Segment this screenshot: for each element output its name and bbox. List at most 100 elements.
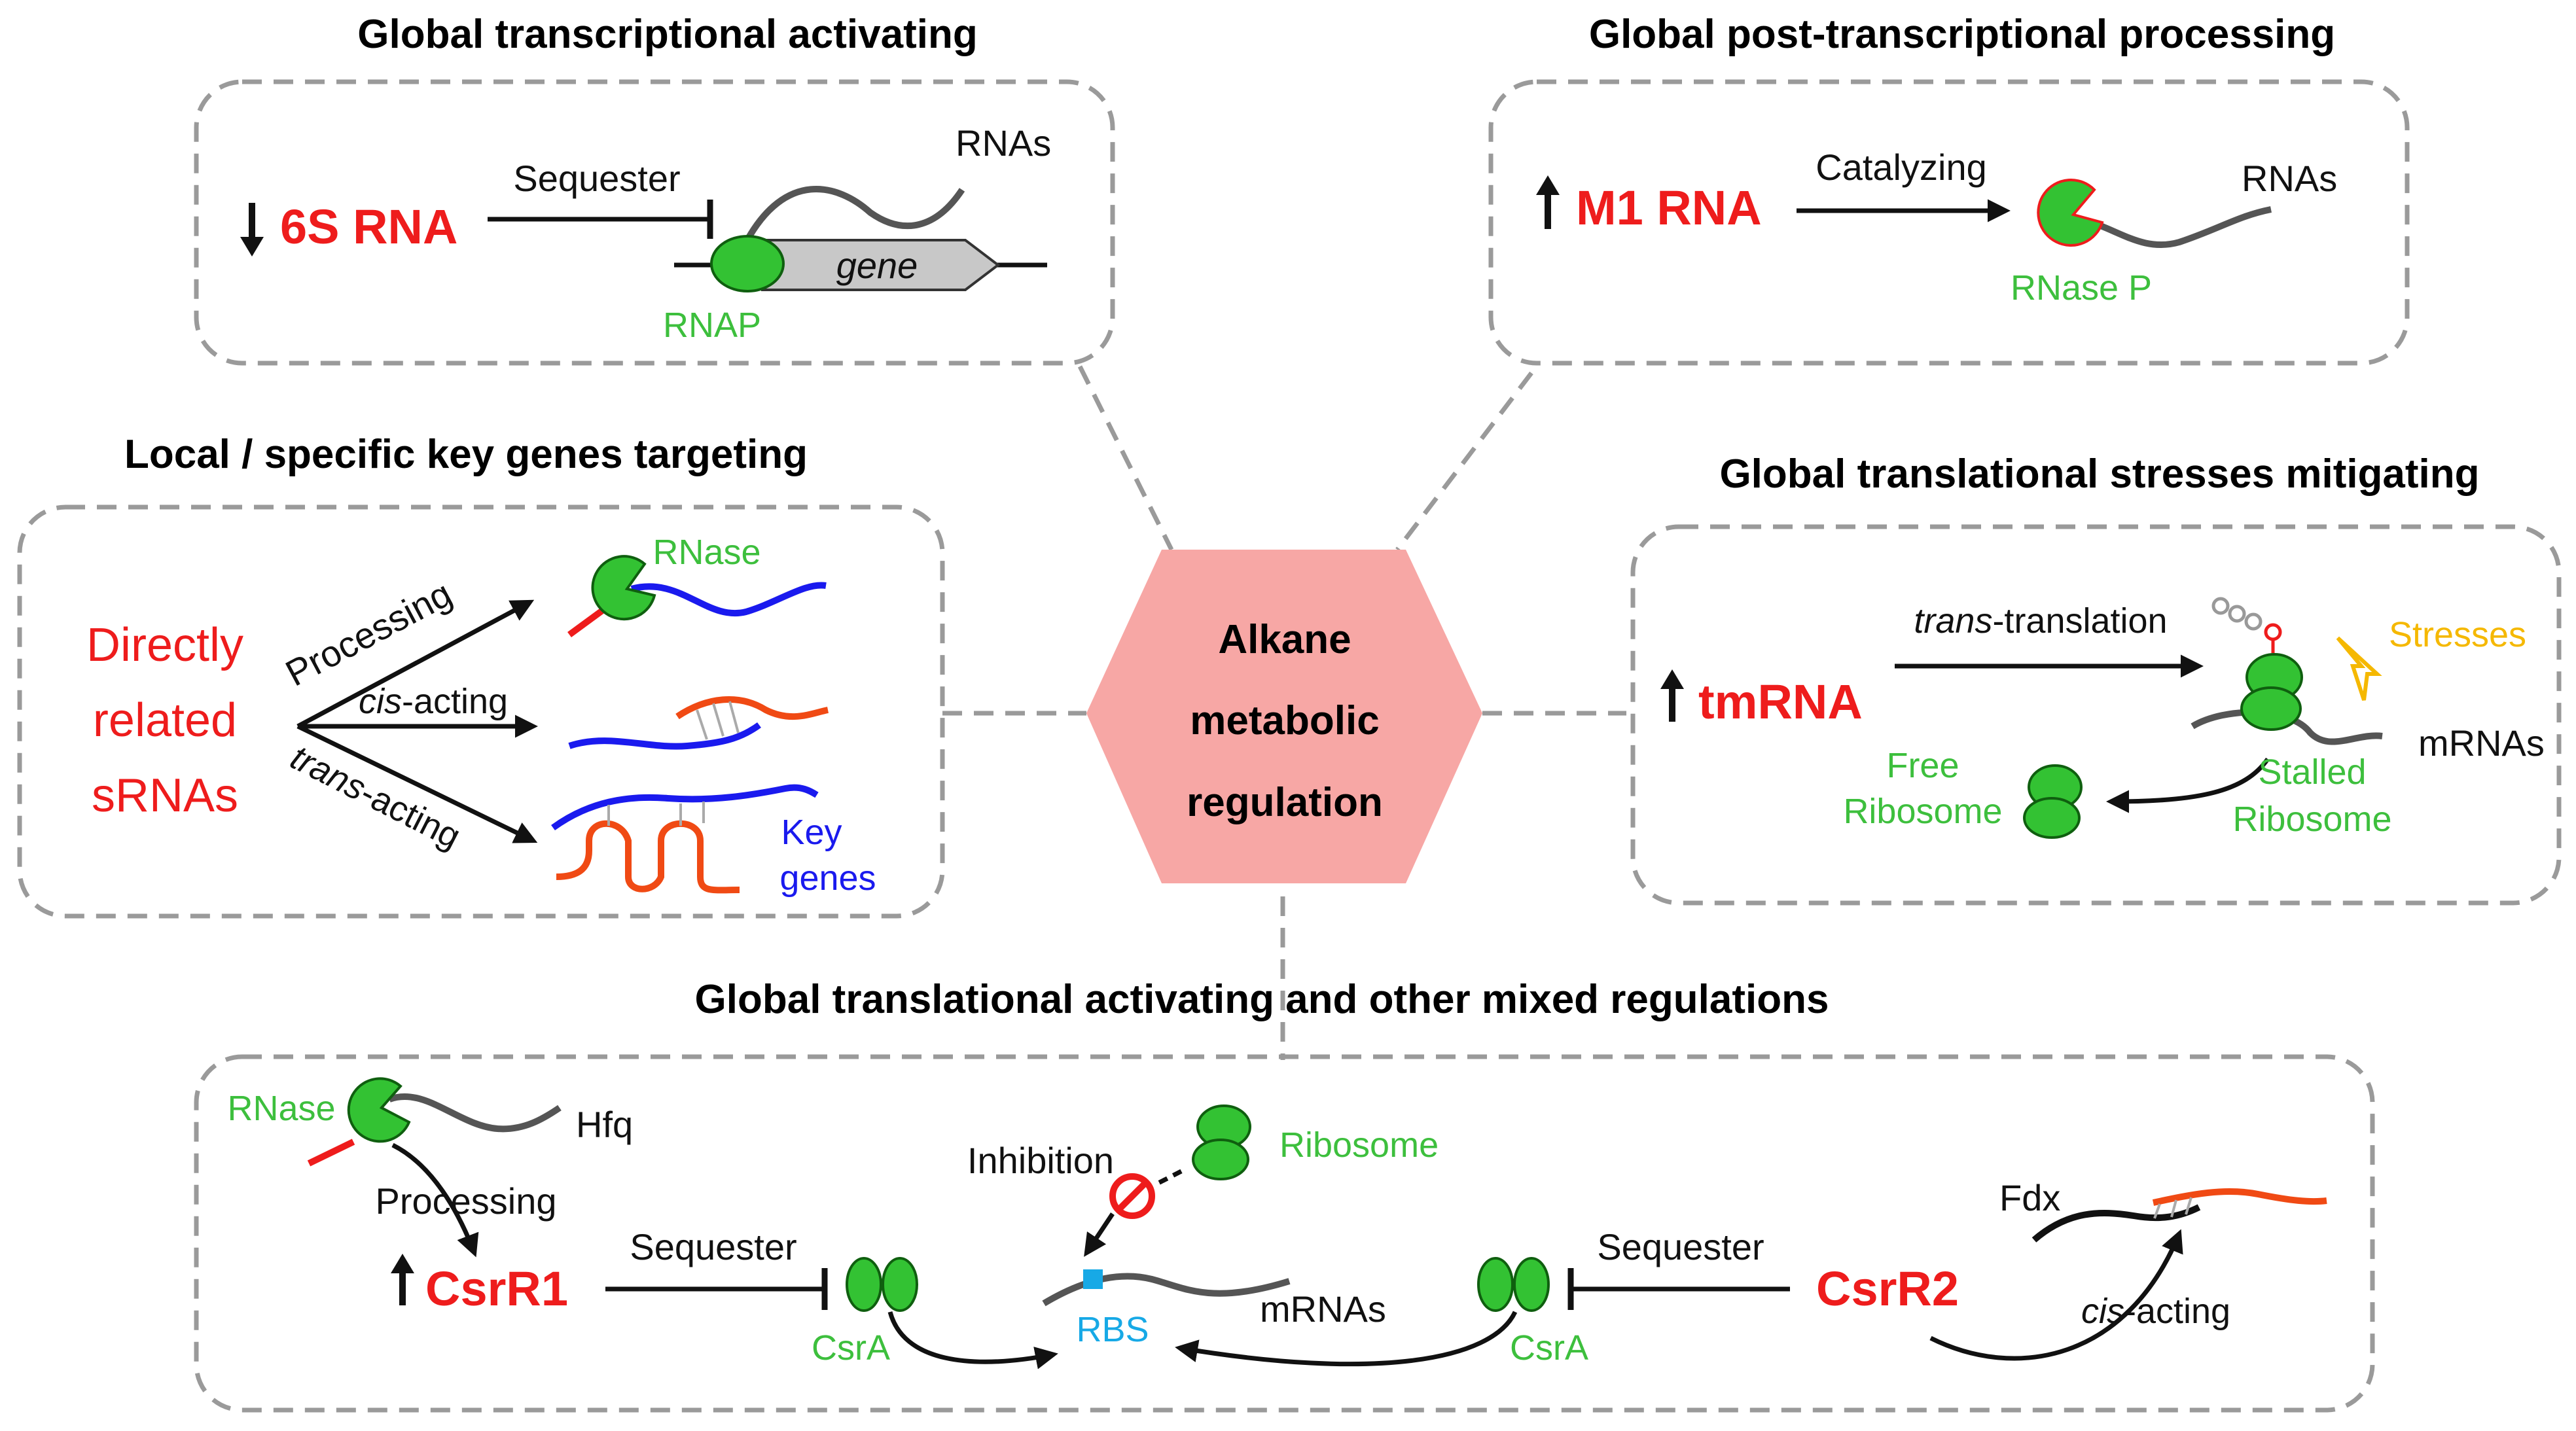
fdx-label: Fdx: [1999, 1177, 2060, 1218]
panel-post-transcriptional: Global post-transcriptional processing M…: [1488, 12, 2410, 366]
panel-title: Local / specific key genes targeting: [124, 432, 808, 477]
base-pairs: [2153, 1197, 2192, 1219]
cis-acting-label: cis-acting: [2081, 1292, 2230, 1331]
stalled-line1: Stalled: [2258, 752, 2366, 792]
panel-stress: Global translational stresses mitigating…: [1630, 451, 2562, 906]
trans-arrow: [296, 724, 538, 843]
ribosome-label: Ribosome: [1279, 1125, 1439, 1165]
panel-frame: [17, 504, 945, 919]
srna-m1: M1 RNA: [1576, 181, 1762, 235]
srna-tmrna: tmRNA: [1698, 675, 1863, 729]
ribosome-icon: [2240, 653, 2303, 731]
rnase-icon: [347, 1077, 411, 1143]
srna-csrr2: CsrR2: [1816, 1262, 1959, 1316]
up-arrow-icon: [1536, 175, 1560, 229]
srna-csrr1: CsrR1: [425, 1262, 568, 1316]
sequester-left-label: Sequester: [630, 1226, 796, 1267]
rnase-p-icon: [2037, 179, 2104, 247]
cis-label: cis-acting: [359, 682, 508, 721]
srna-line2: related: [93, 694, 237, 747]
connectors: [942, 365, 1626, 1060]
ribosome-icon: [2023, 764, 2083, 839]
csrr2-srna: [2152, 1188, 2327, 1206]
key-line2: genes: [779, 858, 876, 898]
stresses-label: Stresses: [2389, 615, 2526, 654]
rnap-label: RNAP: [663, 306, 761, 345]
base-pairs: [696, 701, 740, 740]
center-line2: metabolic: [1190, 698, 1379, 743]
panel-frame: [1630, 524, 2562, 906]
peptide-chain: [2211, 597, 2282, 641]
processing-arrow: [296, 599, 535, 729]
csra-left-label: CsrA: [812, 1328, 890, 1368]
base-pairs: [607, 802, 705, 826]
trans-srna: [556, 820, 740, 894]
srna-6s: 6S RNA: [280, 200, 457, 254]
sequester-right-label: Sequester: [1597, 1226, 1764, 1267]
sequester-label: Sequester: [513, 158, 680, 199]
mrnas-label: mRNAs: [2418, 722, 2545, 764]
rnap-icon: [710, 235, 785, 292]
up-arrow-icon: [1660, 669, 1684, 722]
target-mrna: [630, 582, 827, 616]
up-arrow-icon: [391, 1254, 414, 1305]
rnase-label: RNase: [653, 533, 760, 572]
center-line3: regulation: [1187, 780, 1383, 825]
panel-local: Local / specific key genes targeting Dir…: [17, 432, 945, 919]
rnase-label: RNase: [227, 1089, 335, 1128]
rbs-label: RBS: [1076, 1310, 1149, 1349]
prohibition-icon: [1109, 1173, 1155, 1219]
cis-acting-arrow: [1929, 1229, 2183, 1361]
rna-transcript: [743, 186, 965, 244]
rnas-label: RNAs: [956, 122, 1051, 164]
rnas-label: RNAs: [2242, 158, 2337, 199]
trans-translation-label: trans-translation: [1914, 601, 2167, 641]
inhibition-label: Inhibition: [967, 1140, 1114, 1181]
stalled-line2: Ribosome: [2232, 800, 2391, 839]
mrnas-label: mRNAs: [1260, 1288, 1386, 1330]
csra-right-label: CsrA: [1510, 1328, 1588, 1368]
catalyzing-label: Catalyzing: [1816, 147, 1986, 188]
center-line1: Alkane: [1218, 617, 1351, 662]
srna-line3: sRNAs: [92, 769, 238, 822]
srna-line1: Directly: [86, 619, 243, 671]
rnase-icon: [591, 555, 656, 621]
processing-label: Processing: [279, 573, 458, 694]
gene-label: gene: [836, 245, 918, 286]
inhibition-dash: [1157, 1169, 1183, 1186]
release-arrow: [2106, 757, 2270, 813]
csra-left-icon: [846, 1257, 918, 1312]
csra-right-icon: [1477, 1257, 1550, 1312]
panel-translational: Global translational activating and othe…: [194, 977, 2375, 1413]
cis-mrna: [568, 722, 761, 750]
center-hexagon: Alkane metabolic regulation: [1086, 550, 1482, 883]
panel-title: Global translational activating and othe…: [695, 977, 1829, 1022]
panel-title: Global translational stresses mitigating: [1719, 451, 2479, 497]
panel-frame: [1488, 79, 2410, 366]
cis-srna: [675, 696, 829, 720]
free-line1: Free: [1886, 746, 1959, 785]
csra-left-arrow: [887, 1311, 1058, 1369]
down-arrow-icon: [240, 203, 264, 256]
rnase-p-label: RNase P: [2011, 268, 2152, 308]
panel-title: Global transcriptional activating: [357, 12, 977, 57]
trans-mrna: [551, 784, 819, 831]
free-line2: Ribosome: [1843, 792, 2002, 831]
panel-transcriptional: Global transcriptional activating 6S RNA…: [194, 12, 1115, 366]
hfq-rna: [388, 1093, 562, 1133]
hfq-label: Hfq: [576, 1104, 633, 1145]
panel-title: Global post-transcriptional processing: [1589, 12, 2335, 57]
processing-arrow: [391, 1142, 479, 1258]
stalled-mrna: [2191, 709, 2383, 745]
panel-frame: [194, 1054, 2375, 1413]
target-mrna: [1042, 1273, 1291, 1307]
processing-label: Processing: [375, 1180, 556, 1222]
csra-right-arrow: [1175, 1311, 1518, 1367]
srna-fragment: [307, 1139, 355, 1167]
panel-frame: [194, 79, 1115, 366]
ribosome-icon: [1192, 1104, 1251, 1180]
key-line1: Key: [781, 813, 842, 852]
rbs-site: [1083, 1269, 1103, 1289]
inhibition-arrow: [1084, 1212, 1115, 1257]
